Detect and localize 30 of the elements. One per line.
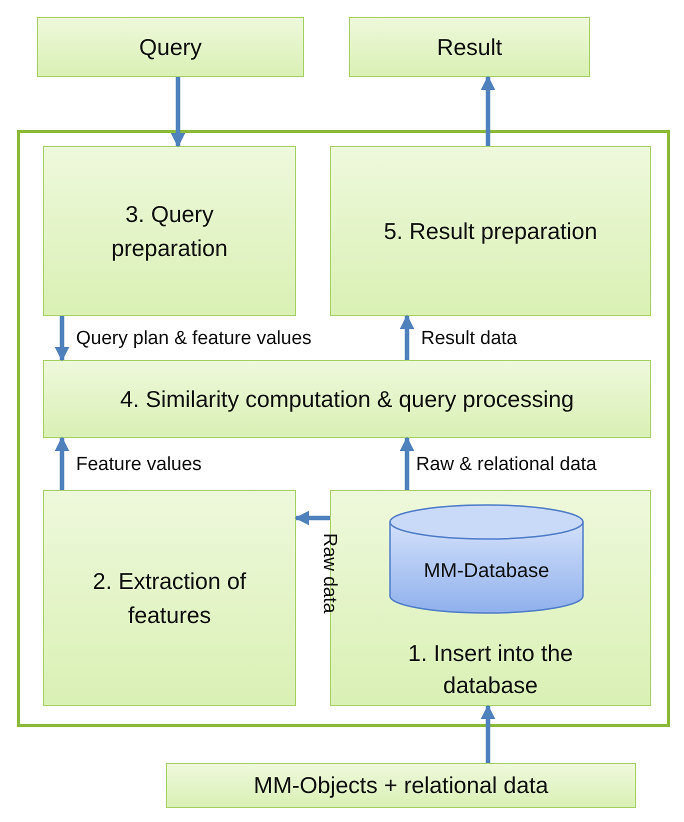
- edge-label: Feature values: [76, 454, 202, 476]
- box-label: 3. Query preparation: [110, 200, 229, 263]
- arrow: [400, 436, 414, 490]
- arrow: [480, 76, 496, 146]
- box-label: 2. Extraction of features: [92, 566, 248, 630]
- process-box: [43, 490, 296, 706]
- box-label: 1. Insert into the database: [407, 638, 574, 700]
- edge-label: Raw & relational data: [416, 454, 597, 476]
- arrow: [170, 77, 186, 148]
- box-label: 5. Result preparation: [384, 216, 598, 246]
- arrow: [54, 316, 70, 362]
- process-box: [43, 146, 296, 316]
- arrow: [54, 436, 70, 490]
- process-box: [43, 360, 651, 438]
- box-label: 4. Similarity computation & query processing: [120, 384, 574, 414]
- edge-label: Result data: [421, 328, 518, 350]
- arrow: [294, 510, 330, 526]
- output-box: [349, 17, 590, 77]
- edge-label: Raw data: [318, 533, 340, 614]
- input-box: [166, 763, 636, 808]
- input-box: [37, 17, 304, 77]
- box-label: MM-Objects + relational data: [254, 771, 548, 800]
- system-boundary: [17, 130, 670, 727]
- process-box: [330, 146, 651, 316]
- arrow: [480, 704, 496, 763]
- arrow: [400, 314, 414, 360]
- database-label: MM-Database: [424, 559, 550, 584]
- box-label: Result: [436, 32, 502, 62]
- box-label: Query: [139, 32, 202, 62]
- edge-label: Query plan & feature values: [76, 328, 312, 350]
